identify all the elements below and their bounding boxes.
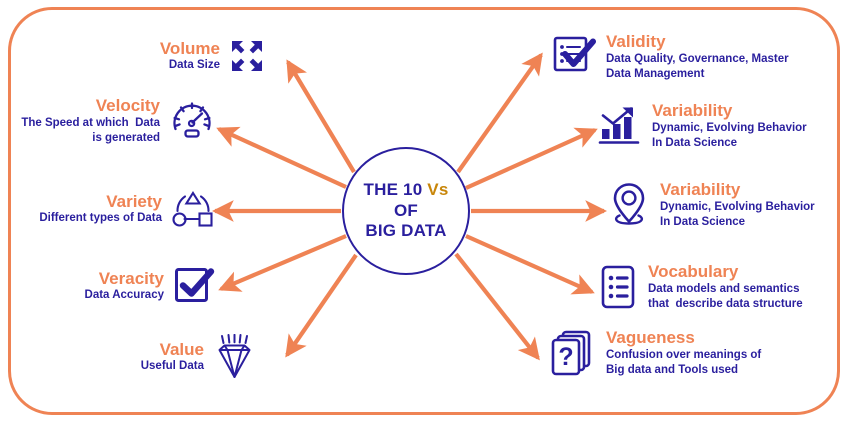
arrow-to-veracity	[218, 234, 347, 292]
item-variability-chart-desc: Dynamic, Evolving Behavior In Data Scien…	[652, 121, 807, 149]
hub-line-1: THE 10 Vs	[364, 180, 449, 201]
speedometer-icon	[173, 102, 211, 138]
item-velocity: Velocity The Speed at which Data is gene…	[8, 96, 215, 146]
arrow-to-vocabulary	[465, 234, 595, 295]
item-vocabulary: Vocabulary Data models and semantics tha…	[600, 262, 803, 312]
item-variability-pin-desc: Dynamic, Evolving Behavior In Data Scien…	[660, 200, 815, 228]
item-value: Value Useful Data	[100, 334, 255, 380]
item-variety: Variety Different types of Data	[12, 188, 215, 230]
hub-text-accent: Vs	[427, 179, 449, 199]
item-vocabulary-desc: Data models and semantics that describe …	[648, 282, 803, 310]
list-document-icon	[601, 265, 635, 309]
expand-arrows-icon	[232, 41, 262, 71]
item-value-desc: Useful Data	[140, 360, 204, 373]
item-variability-pin: Variability Dynamic, Evolving Behavior I…	[608, 180, 815, 230]
item-vagueness-title: Vagueness	[606, 328, 695, 347]
item-vagueness: ? Vagueness Confusion over meanings of B…	[550, 328, 761, 378]
bar-chart-growth-icon	[598, 107, 640, 144]
checkbox-checked-icon	[175, 268, 215, 302]
item-variability-pin-title: Variability	[660, 180, 741, 199]
arrow-to-validity	[456, 52, 543, 174]
svg-text:?: ?	[558, 343, 573, 371]
item-value-title: Value	[159, 339, 204, 359]
item-variety-text: Variety Different types of Data	[39, 192, 162, 227]
item-volume-title: Volume	[159, 38, 220, 58]
arrow-to-vagueness	[454, 252, 540, 361]
item-variety-desc: Different types of Data	[39, 212, 162, 225]
item-vocabulary-title: Vocabulary	[648, 262, 739, 281]
item-variability-pin-text: Variability Dynamic, Evolving Behavior I…	[660, 180, 815, 230]
hub-line-3: BIG DATA	[365, 221, 447, 241]
hub-line-2: OF	[393, 200, 418, 220]
item-validity-desc: Data Quality, Governance, Master Data Ma…	[606, 52, 789, 80]
item-velocity-desc: The Speed at which Data is generated	[21, 116, 160, 144]
item-volume-desc: Data Size	[168, 59, 220, 72]
shapes-network-icon	[172, 191, 213, 227]
question-documents-icon: ?	[551, 330, 591, 376]
arrow-to-value	[285, 253, 358, 358]
item-variability-chart-title: Variability	[652, 101, 733, 120]
item-vocabulary-text: Vocabulary Data models and semantics tha…	[648, 262, 803, 312]
item-variety-title: Variety	[106, 191, 162, 211]
item-volume-text: Volume Data Size	[160, 39, 220, 74]
item-validity-text: Validity Data Quality, Governance, Maste…	[606, 32, 789, 82]
item-variability-chart: Variability Dynamic, Evolving Behavior I…	[598, 101, 807, 151]
item-volume: Volume Data Size	[20, 38, 265, 74]
item-velocity-text: Velocity The Speed at which Data is gene…	[21, 96, 160, 146]
item-validity: Validity Data Quality, Governance, Maste…	[552, 32, 789, 82]
item-vagueness-desc: Confusion over meanings of Big data and …	[606, 348, 762, 376]
checklist-clipboard-icon	[553, 36, 596, 72]
map-pin-icon	[613, 183, 645, 225]
center-hub: THE 10 Vs OF BIG DATA	[342, 147, 470, 275]
arrow-to-velocity	[216, 126, 347, 189]
item-vagueness-text: Vagueness Confusion over meanings of Big…	[606, 328, 761, 378]
hub-text-main: THE 10	[363, 179, 428, 199]
item-veracity-desc: Data Accuracy	[84, 289, 164, 302]
item-velocity-title: Velocity	[95, 96, 160, 115]
item-veracity-text: Veracity Data Accuracy	[85, 269, 164, 304]
item-validity-title: Validity	[606, 32, 666, 51]
item-variability-chart-text: Variability Dynamic, Evolving Behavior I…	[652, 101, 807, 151]
diamond-icon	[218, 334, 251, 378]
item-value-text: Value Useful Data	[141, 340, 204, 375]
item-veracity-title: Veracity	[98, 268, 164, 288]
arrow-to-variability-chart	[465, 127, 598, 190]
arrow-to-volume	[286, 59, 356, 174]
item-veracity: Veracity Data Accuracy	[60, 266, 215, 306]
